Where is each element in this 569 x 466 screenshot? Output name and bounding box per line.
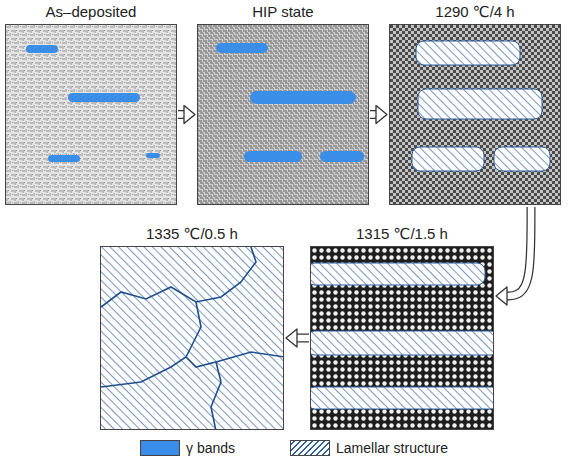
gamma-band: [26, 45, 58, 53]
grain-boundary: [186, 357, 221, 430]
arrow-head: [286, 329, 297, 347]
arrow-outline: [370, 110, 376, 119]
process-panel: 1290 ℃/4 h: [389, 2, 561, 205]
panel-heading: As–deposited: [5, 2, 177, 24]
arrow-head: [376, 106, 387, 124]
gamma-band: [146, 153, 160, 158]
panel-heading: 1335 ℃/0.5 h: [100, 224, 284, 246]
process-arrow: [370, 106, 387, 124]
panel-heading: 1315 ℃/1.5 h: [310, 224, 494, 246]
arrow-outline: [507, 207, 531, 296]
micrograph-panel: [197, 24, 369, 205]
legend-label: γ bands: [186, 440, 235, 456]
legend-swatch: [290, 440, 330, 456]
process-panel: 1315 ℃/1.5 h: [310, 224, 494, 430]
arrow-body: [507, 207, 531, 296]
matrix-texture: [390, 25, 561, 205]
micrograph-panel: [389, 24, 561, 205]
lamellar-band: [494, 147, 550, 171]
gamma-band: [68, 93, 140, 102]
microstructure-illustration: [101, 247, 284, 430]
lamellar-band: [416, 41, 520, 65]
lamellar-band: [311, 263, 485, 285]
arrow-body: [297, 335, 309, 342]
arrow-head: [496, 287, 507, 305]
microstructure-illustration: [311, 247, 494, 430]
lamellar-band: [412, 147, 484, 171]
arrow-body: [370, 111, 376, 118]
process-arrow: [178, 106, 195, 124]
process-arrow: [496, 207, 531, 305]
micrograph-panel: [310, 246, 494, 430]
grain-boundary: [216, 352, 284, 362]
gamma-band: [244, 151, 302, 162]
process-panel: 1335 ℃/0.5 h: [100, 224, 284, 430]
matrix-texture: [101, 247, 284, 430]
matrix-texture: [6, 25, 177, 205]
gamma-band: [250, 91, 356, 104]
gamma-band: [320, 151, 364, 162]
gamma-band: [216, 43, 268, 53]
micrograph-panel: [5, 24, 177, 205]
microstructure-illustration: [198, 25, 369, 205]
microstructure-illustration: [390, 25, 561, 205]
arrow-body: [178, 111, 184, 118]
grain-boundary: [101, 247, 256, 307]
panel-heading: 1290 ℃/4 h: [389, 2, 561, 24]
arrow-head: [184, 106, 195, 124]
legend-swatch: [140, 440, 180, 456]
process-arrow: [286, 329, 309, 347]
micrograph-panel: [100, 246, 284, 430]
lamellar-band: [311, 387, 494, 409]
legend-item: Lamellar structure: [290, 440, 448, 456]
grain-boundary: [101, 302, 201, 387]
legend-item: γ bands: [140, 440, 235, 456]
legend-label: Lamellar structure: [336, 440, 448, 456]
panel-heading: HIP state: [197, 2, 369, 24]
matrix-texture: [198, 25, 369, 205]
arrow-outline: [178, 110, 184, 119]
process-panel: As–deposited: [5, 2, 177, 205]
microstructure-illustration: [6, 25, 177, 205]
lamellar-band: [311, 331, 494, 355]
process-panel: HIP state: [197, 2, 369, 205]
gamma-band: [48, 155, 80, 162]
lamellar-band: [418, 89, 542, 119]
arrow-outline: [297, 334, 309, 343]
